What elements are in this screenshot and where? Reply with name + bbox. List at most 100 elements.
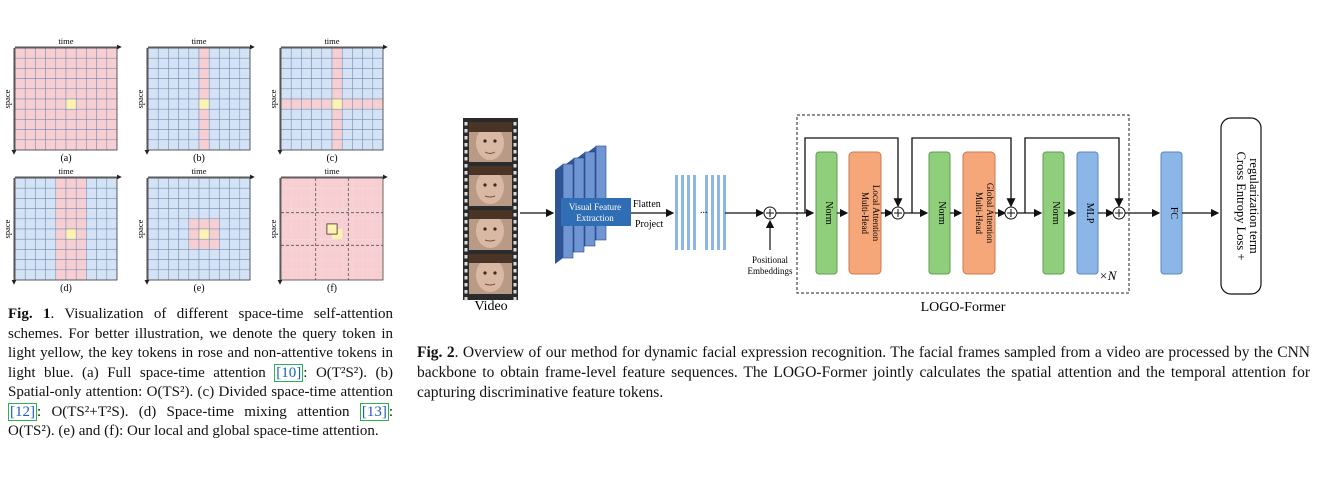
grid-cell <box>321 98 333 110</box>
grid-cell <box>35 249 46 260</box>
grid-cell <box>86 249 97 260</box>
grid-cell <box>14 208 26 220</box>
grid-cell <box>341 88 353 100</box>
film-hole <box>513 269 517 273</box>
grid-cell <box>168 139 179 151</box>
grid-cell <box>157 208 169 220</box>
grid-cell <box>157 129 169 141</box>
grid-cell <box>301 239 312 250</box>
grid-cell <box>301 119 312 130</box>
grid-cell <box>372 47 384 59</box>
grid-cell <box>96 108 108 120</box>
grid-cell <box>372 269 383 280</box>
grid-cell <box>55 228 67 240</box>
grid-cell <box>86 208 97 220</box>
grid-cell <box>75 228 87 240</box>
grid-cell <box>65 259 77 271</box>
grid-cell <box>168 269 179 281</box>
grid-cell <box>301 78 312 90</box>
film-hole <box>513 171 517 175</box>
grid-cell <box>65 228 77 240</box>
grid-cell <box>55 129 67 141</box>
grid-cell <box>239 139 251 151</box>
grid-cell <box>188 129 200 141</box>
grid-cell <box>14 68 26 79</box>
grid-cell <box>35 139 46 151</box>
panel-label: (d) <box>60 283 72 294</box>
grid-cell <box>208 228 220 240</box>
grid-cell <box>208 68 220 79</box>
citation-12[interactable]: [12] <box>8 402 37 421</box>
grid-cell <box>352 68 363 79</box>
grid-cell <box>157 68 169 79</box>
grid-cell <box>35 259 46 271</box>
grid-cell <box>157 198 169 209</box>
grid-cell <box>157 98 169 110</box>
grid-cell <box>311 129 323 141</box>
grid-cell <box>96 187 108 199</box>
grid-cell <box>55 187 67 199</box>
film-hole <box>513 220 517 224</box>
grid-cell <box>341 57 353 69</box>
grid-cell <box>239 57 251 69</box>
film-hole <box>464 276 468 280</box>
grid-cell <box>321 208 332 219</box>
norm-label-1: Norm <box>823 201 834 225</box>
grid-cell <box>65 139 77 151</box>
grid-cell <box>311 208 322 219</box>
citation-13[interactable]: [13] <box>359 402 389 421</box>
grid-cell <box>352 198 363 209</box>
grid-cell <box>219 177 230 189</box>
grid-cell <box>311 88 323 100</box>
grid-cell <box>229 177 241 189</box>
grid-cell <box>55 88 67 100</box>
grid-cell <box>157 228 169 240</box>
grid-cell <box>106 177 118 189</box>
grid-cell <box>86 139 97 151</box>
grid-cell <box>372 178 383 189</box>
feature-token <box>717 175 720 250</box>
grid-cell <box>96 218 108 230</box>
grid-cell <box>341 129 353 141</box>
grid-cell <box>239 228 251 240</box>
grid-cell <box>290 129 302 141</box>
grid-cell <box>290 139 302 151</box>
grid-cell <box>301 229 312 240</box>
grid-cell <box>208 218 220 230</box>
grid-cell <box>321 47 333 59</box>
grid-cell <box>106 228 118 240</box>
face-frame-3 <box>469 210 512 250</box>
grid-cell <box>321 188 332 199</box>
film-hole <box>464 234 468 238</box>
grid-cell <box>239 129 251 141</box>
grid-cell <box>147 68 159 79</box>
grid-cell <box>208 208 220 220</box>
grid-cell <box>219 129 230 141</box>
fig2-caption: Fig. 2. Overview of our method for dynam… <box>417 343 1310 403</box>
grid-cell <box>198 259 210 271</box>
grid-cell <box>168 108 179 120</box>
video-label: Video <box>474 299 507 314</box>
grid-cell <box>55 139 67 151</box>
grid-cell <box>362 98 374 110</box>
grid-cell <box>362 198 373 209</box>
grid-cell <box>321 259 332 270</box>
grid-cell <box>301 139 312 151</box>
local-attention-line1: Multi-Head <box>860 192 870 234</box>
grid-cell <box>352 259 363 270</box>
grid-cell <box>96 238 108 250</box>
grid-cell <box>341 47 353 59</box>
grid-cell <box>75 108 87 120</box>
grid-cell <box>301 88 312 100</box>
grid-cell <box>147 177 159 189</box>
grid-cell <box>291 269 302 280</box>
logo-former-label: LOGO-Former <box>921 300 1006 315</box>
grid-cell <box>281 178 292 189</box>
grid-border <box>14 47 118 151</box>
grid-cell <box>178 187 190 199</box>
citation-10[interactable]: [10] <box>274 363 304 382</box>
face-frame-2 <box>469 166 512 206</box>
grid-cell <box>188 218 200 230</box>
film-hole <box>513 199 517 203</box>
